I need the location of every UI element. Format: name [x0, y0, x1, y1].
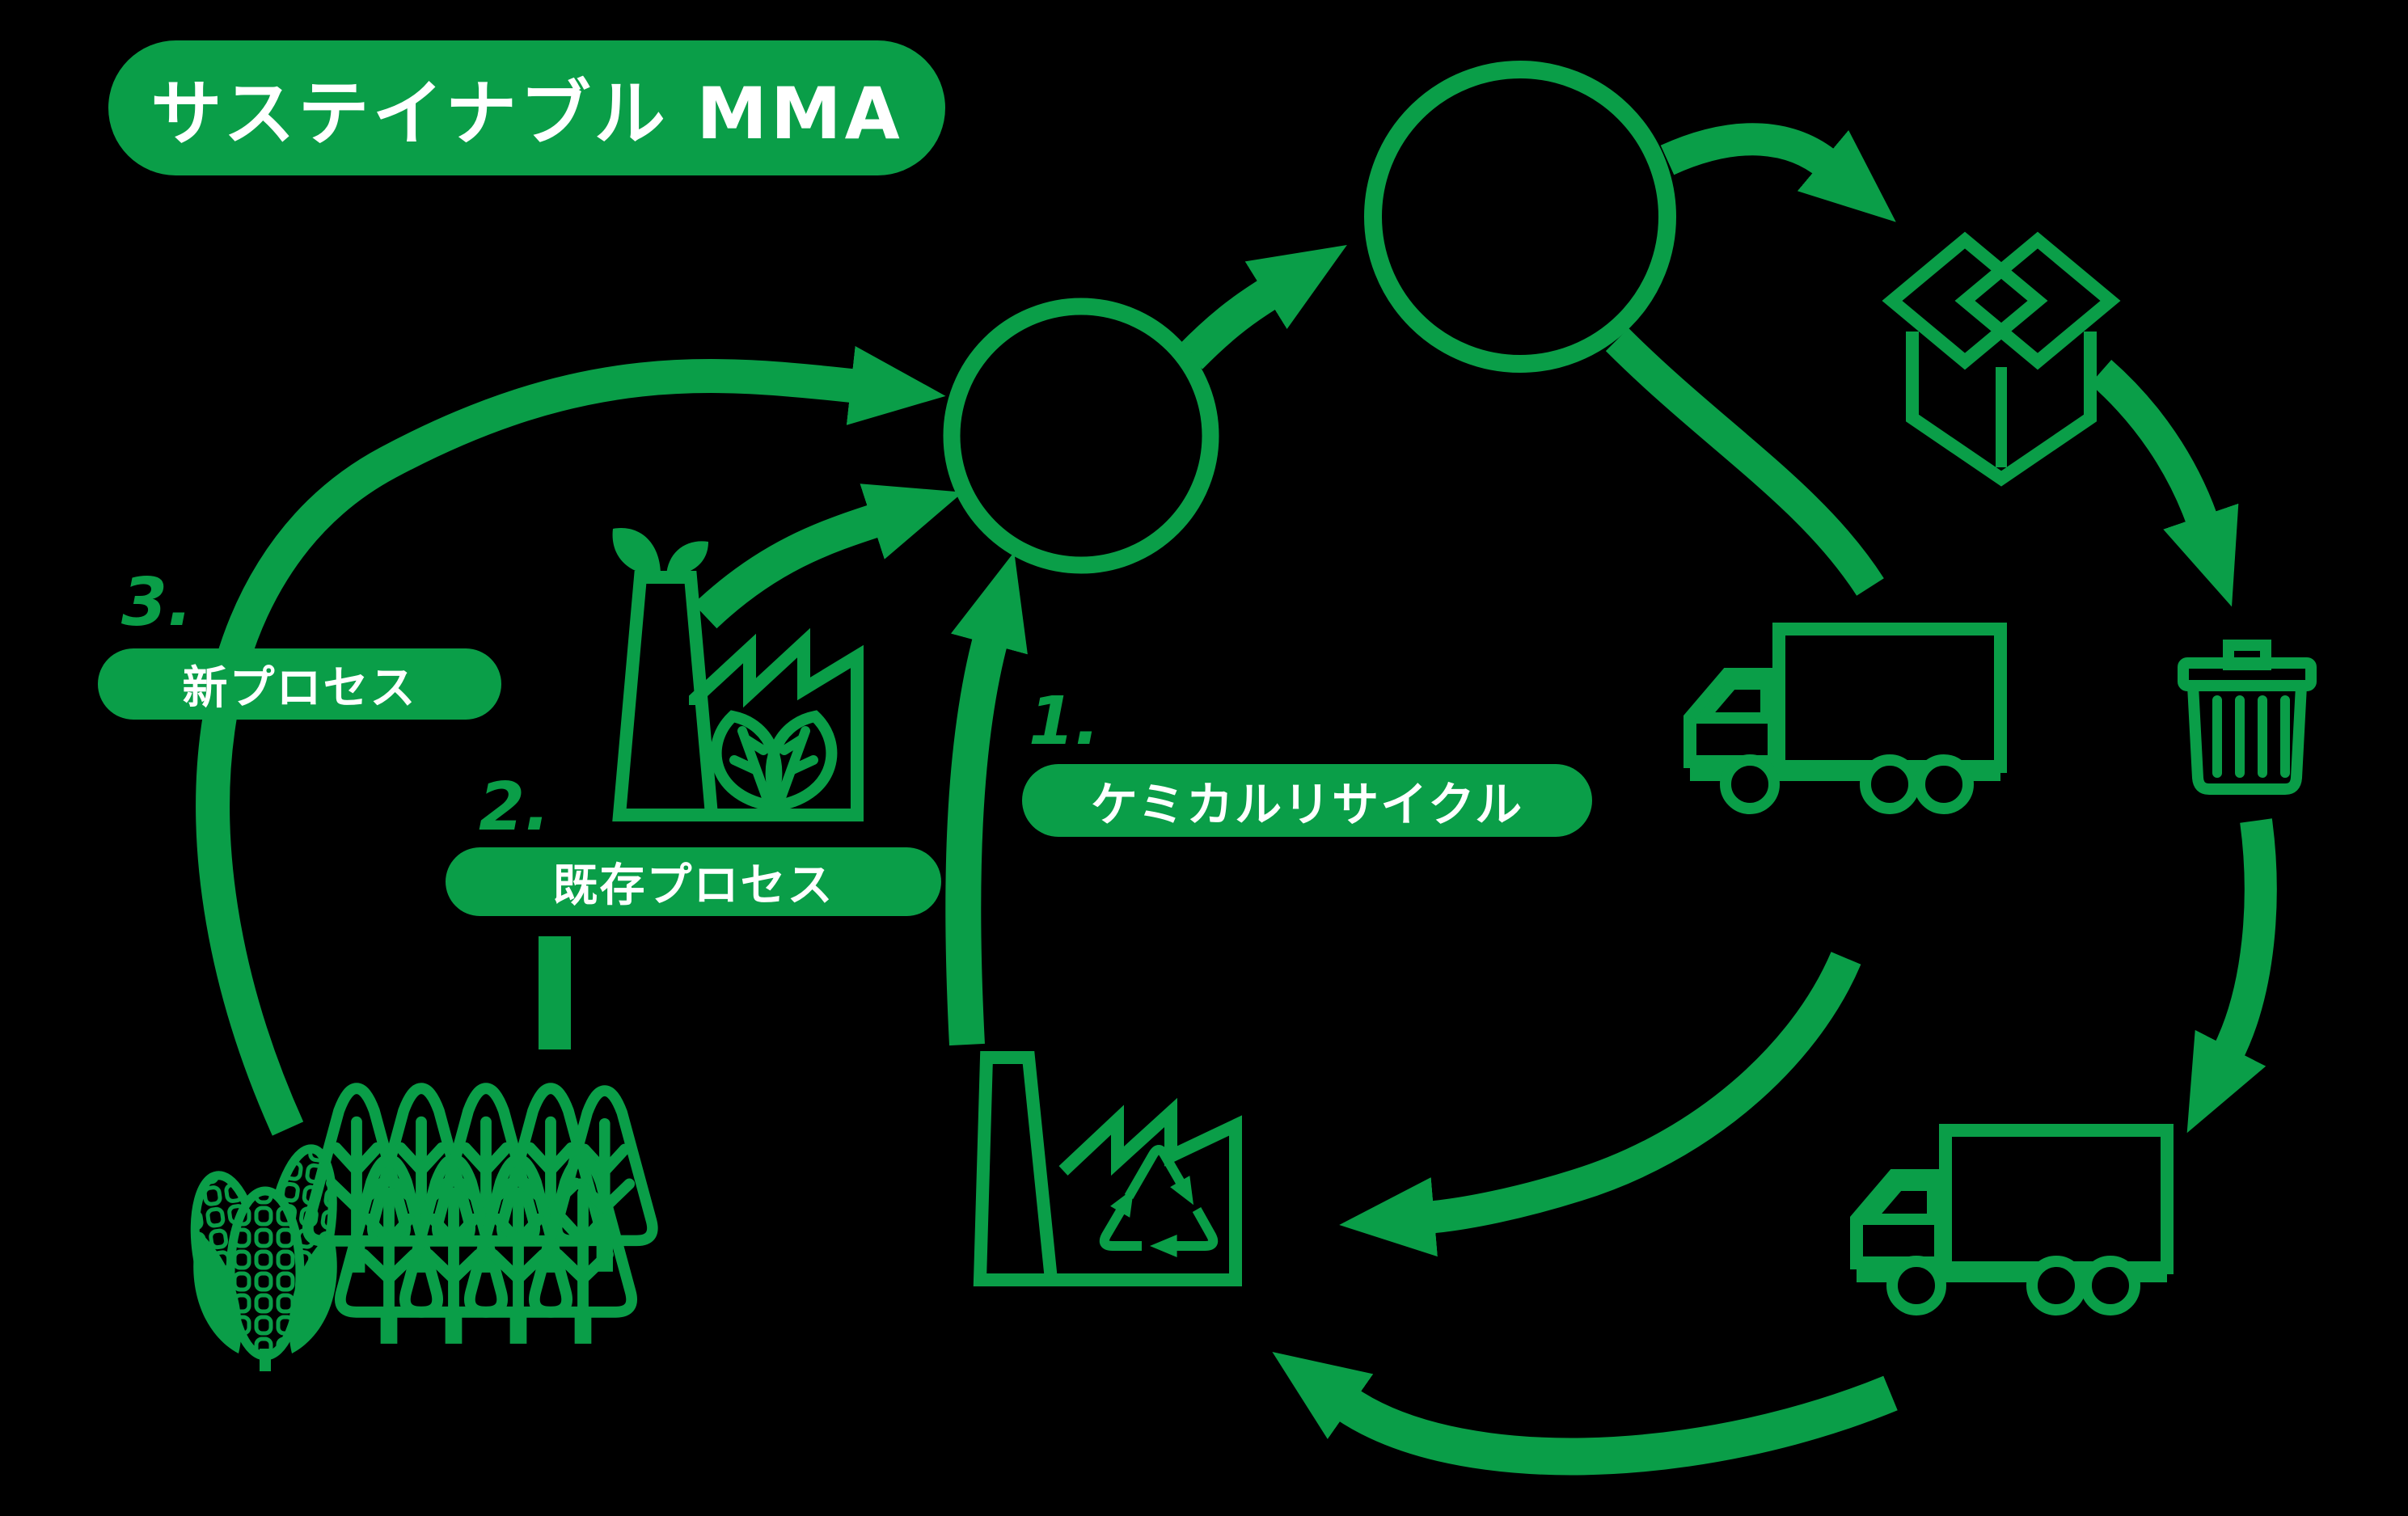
label-new-process: 新プロセス [98, 648, 501, 720]
cycle-arrows [196, 123, 2277, 1476]
arrow-trash-to-truck [2186, 818, 2277, 1134]
monomer-circle [943, 298, 1219, 574]
recycle-symbol [1099, 1145, 1219, 1257]
collection-truck-icon [1850, 1124, 2174, 1315]
arrow-truck-to-plant [1339, 952, 1861, 1257]
factory-recycle-icon [973, 1051, 1242, 1286]
forest-icon [308, 1088, 653, 1344]
label-existing-process-text: 既存プロセス [552, 859, 834, 912]
label-new-process-text: 新プロセス [182, 661, 417, 715]
polymer-circle [1364, 61, 1676, 373]
arrow-chemical-recycle [945, 551, 1028, 1046]
transport-truck-icon [1683, 623, 2007, 814]
arrow-box-to-trash [2089, 359, 2239, 607]
label-chemical-recycle-text: ケミカルリサイクル [1090, 777, 1524, 832]
step-number-existing-process: 2. [479, 769, 551, 846]
label-existing-process: 既存プロセス [446, 847, 941, 916]
arrow-polymer-to-box [1660, 123, 1896, 222]
arrow-new-process [196, 346, 946, 1136]
arrow-collection-swoosh [1272, 1351, 1898, 1476]
factory-leaf-icon [612, 528, 864, 821]
label-chemical-recycle: ケミカルリサイクル [1022, 764, 1592, 837]
step-number-new-process: 3. [121, 564, 193, 641]
arrow-existing-process [693, 484, 963, 629]
trash-can-icon [2178, 640, 2317, 795]
arc-polymer-to-truck [1605, 327, 1884, 596]
arrow-monomer-to-polymer [1177, 244, 1347, 369]
title-label: サステイナブル MMA [150, 72, 903, 155]
title-badge: サステイナブル MMA [108, 40, 945, 175]
step-number-chemical-recycle: 1. [1029, 683, 1100, 760]
corn-icon [190, 1144, 337, 1371]
product-box-icon [1882, 231, 2121, 487]
